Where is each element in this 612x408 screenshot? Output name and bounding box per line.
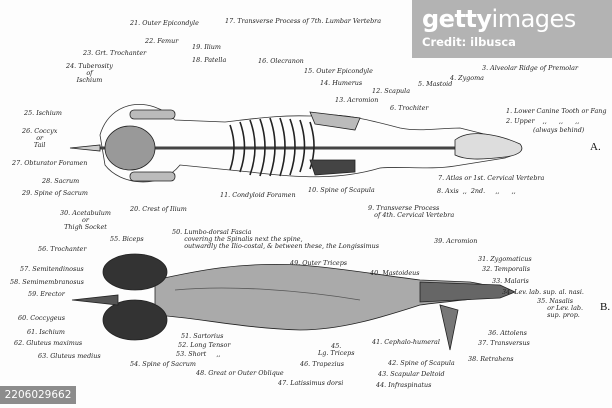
anatomy-label: 34. Lev. lab. sup. al. nasi.	[502, 288, 584, 296]
bones	[69, 109, 523, 182]
anatomy-label: 9. Transverse Process of 4th. Cervical V…	[368, 204, 455, 219]
figure-b-marker: B.	[600, 301, 611, 313]
anatomy-label: 20. Crest of Ilium	[130, 205, 187, 213]
anatomy-label: 18. Patella	[192, 56, 227, 64]
anatomy-label: 59. Erector	[28, 290, 65, 298]
anatomy-label: 32. Temporalis	[482, 265, 530, 273]
pelvis	[104, 125, 156, 171]
anatomy-label: 41. Cephalo-humeral	[372, 338, 440, 346]
anatomy-label: 2. Upper ,, ,, ,,	[506, 117, 580, 125]
anatomy-label: 21. Outer Epicondyle	[130, 19, 199, 27]
anatomy-label: 45. Lg. Triceps	[318, 342, 355, 357]
anatomy-label: 57. Semitendinosus	[20, 265, 84, 273]
muscle-drawing	[71, 253, 517, 351]
image-id-badge: 2206029662	[0, 386, 76, 404]
anatomy-label: 63. Gluteus medius	[38, 352, 101, 360]
anatomy-label: 31. Zygomaticus	[478, 255, 532, 263]
anatomy-label: 5. Mastoid	[418, 80, 453, 88]
anatomy-label: 37. Transversus	[478, 339, 530, 347]
anatomy-label: 12. Scapula	[372, 87, 411, 95]
anatomy-label: 8. Axis ,, 2nd. ,, ,,	[437, 187, 516, 195]
anatomy-label: 24. Tuberosity of Ischium	[66, 62, 113, 84]
anatomy-label: 42. Spine of Scapula	[388, 359, 455, 367]
scapula-upper	[309, 111, 361, 131]
anatomy-label: 27. Obturator Foramen	[12, 159, 88, 167]
anatomy-label: 23. Grt. Trochanter	[83, 49, 147, 57]
anatomy-label: 28. Sacrum	[42, 177, 80, 185]
anatomy-label: 36. Attolens	[488, 329, 527, 337]
anatomy-label: 25. Ischium	[24, 109, 62, 117]
tail-muscle	[71, 294, 119, 306]
femur-upper	[129, 109, 176, 120]
anatomy-label: 49. Outer Triceps	[290, 259, 348, 267]
anatomy-label: 30. Acetabulum or Thigh Socket	[60, 209, 111, 231]
thigh-upper	[102, 253, 168, 291]
anatomy-label: 60. Coccygeus	[18, 314, 65, 322]
anatomy-label: 4. Zygoma	[450, 74, 484, 82]
anatomy-label: 1. Lower Canine Tooth or Fang	[506, 107, 607, 115]
anatomy-label: 15. Outer Epicondyle	[304, 67, 373, 75]
figure-a-marker: A.	[590, 141, 601, 153]
anatomy-label: 16. Olecranon	[258, 57, 304, 65]
scapula-lower	[309, 159, 356, 176]
ear	[439, 304, 459, 351]
anatomy-label: 19. Ilium	[192, 43, 221, 51]
skull	[454, 133, 523, 160]
anatomy-label: 26. Coccyx or Tail	[22, 127, 58, 149]
anatomy-label: 11. Condyloid Foramen	[220, 191, 296, 199]
watermark-brand-bold: getty	[422, 5, 492, 33]
anatomy-label: 17. Transverse Process of 7th. Lumbar Ve…	[225, 17, 382, 25]
anatomy-label: 47. Latissimus dorsi	[278, 379, 344, 387]
anatomy-label: 56. Trochanter	[38, 245, 87, 253]
anatomy-label: 46. Trapezius	[300, 360, 345, 368]
anatomy-label: 22. Femur	[145, 37, 179, 45]
anatomy-label: 52. Long Tensor	[178, 341, 231, 349]
anatomy-label: 43. Scapular Deltoid	[378, 370, 445, 378]
watermark-credit: Credit: ilbusca	[422, 35, 516, 49]
anatomy-label: 33. Malaris	[492, 277, 529, 285]
anatomy-label: 14. Humerus	[320, 79, 363, 87]
anatomy-label: 61. Ischium	[27, 328, 65, 336]
head-muscles	[419, 281, 517, 303]
anatomy-label: 39. Acromion	[434, 237, 478, 245]
femur-lower	[129, 171, 176, 182]
anatomy-label: 53. Short ,,	[176, 350, 221, 358]
anatomy-label: 62. Gluteus maximus	[14, 339, 83, 347]
anatomy-label: 54. Spine of Sacrum	[130, 360, 196, 368]
anatomy-label: (always behind)	[533, 126, 585, 134]
anatomy-label: 13. Acromion	[335, 96, 379, 104]
anatomy-label: 10. Spine of Scapula	[308, 186, 375, 194]
anatomy-label: 50. Lumbo-dorsal Fascia covering the Spi…	[172, 228, 379, 250]
ribcage	[229, 117, 315, 177]
watermark-banner: gettyimages Credit: ilbusca	[412, 0, 612, 58]
anatomy-label: 55. Biceps	[110, 235, 144, 243]
anatomy-label: 35. Nasalis or Lev. lab. sup. prop.	[537, 297, 584, 319]
anatomy-label: 3. Alveolar Ridge of Premolar	[482, 64, 579, 72]
thigh-lower	[102, 299, 168, 341]
watermark-brand-light: images	[491, 5, 577, 33]
anatomy-label: 29. Spine of Sacrum	[22, 189, 88, 197]
anatomy-label: 6. Trochiter	[390, 104, 429, 112]
anatomy-label: 40. Mastoideus	[370, 269, 420, 277]
tail	[69, 144, 101, 152]
anatomy-label: 44. Infraspinatus	[376, 381, 432, 389]
anatomy-label: 48. Great or Outer Oblique	[196, 369, 284, 377]
anatomy-label: 58. Semimembranosus	[10, 278, 84, 286]
anatomy-label: 51. Sartorius	[181, 332, 224, 340]
anatomy-label: 7. Atlas or 1st. Cervical Vertebra	[438, 174, 545, 182]
watermark-logo: gettyimages	[422, 5, 576, 33]
anatomy-label: 38. Retrahens	[468, 355, 514, 363]
